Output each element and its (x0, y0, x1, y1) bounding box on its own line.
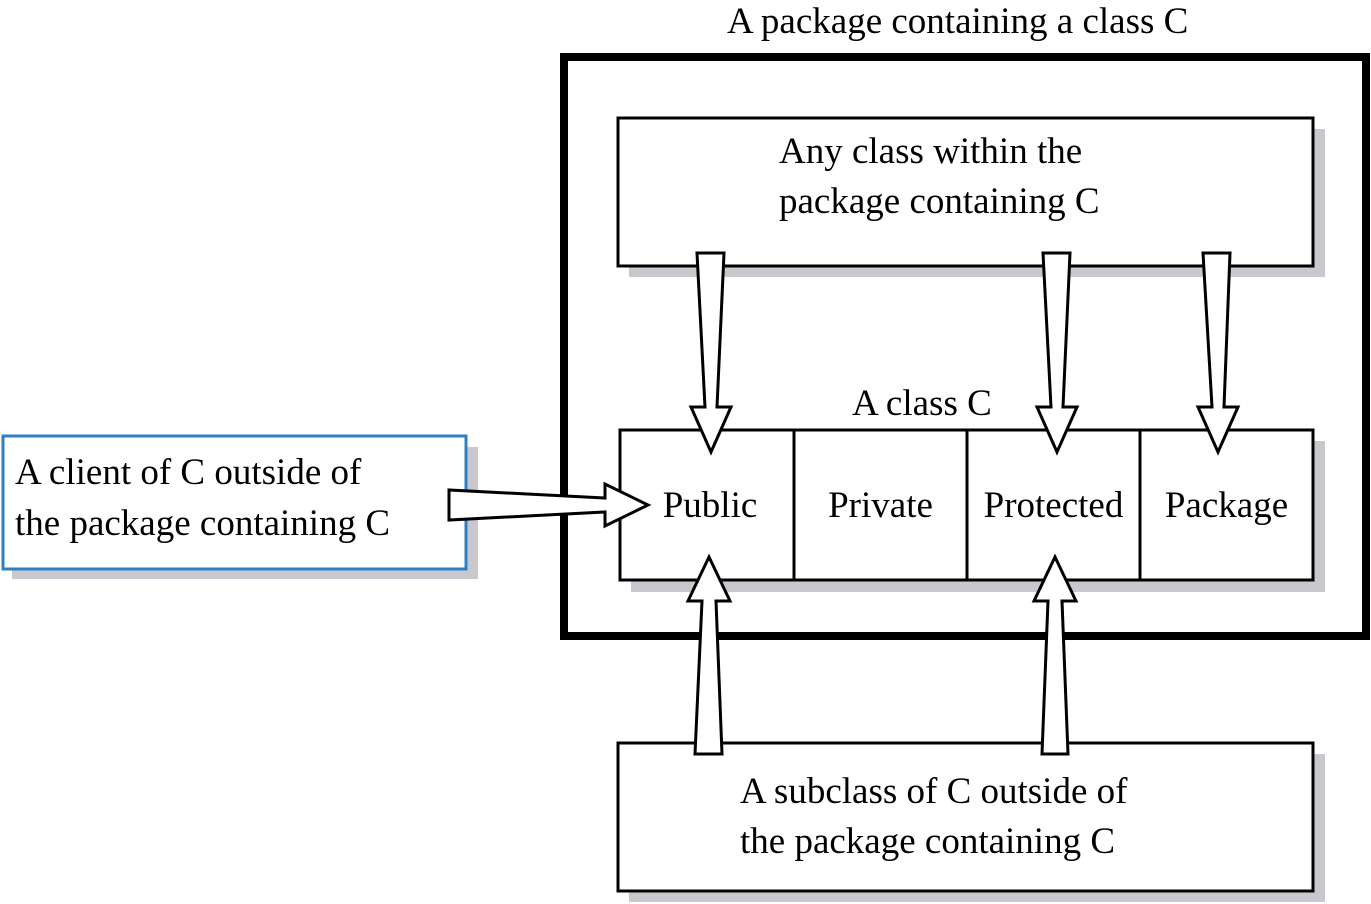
arrow-up-to-protected (1031, 553, 1079, 756)
package-outer-box (560, 53, 1370, 640)
cell-private: Private (828, 485, 933, 526)
arrow-down-to-protected (1034, 251, 1080, 456)
client-box-line-1: A client of C outside of (15, 452, 362, 493)
subclass-box (616, 741, 1315, 893)
client-box-line-2: the package containing C (15, 503, 391, 544)
top-box (616, 116, 1315, 268)
top-box-line-2: package containing C (779, 181, 1100, 222)
client-box (1, 434, 468, 571)
arrow-client-to-public (447, 481, 652, 529)
cell-package: Package (1164, 485, 1289, 526)
arrow-down-to-public (688, 251, 734, 456)
cell-protected: Protected (983, 485, 1124, 526)
top-box-line-1: Any class within the (779, 131, 1083, 172)
arrow-down-to-package (1195, 251, 1241, 456)
class-title: A class C (852, 383, 992, 424)
cell-public: Public (662, 485, 758, 526)
subclass-box-line-1: A subclass of C outside of (740, 771, 1128, 812)
subclass-box-line-2: the package containing C (740, 821, 1116, 862)
package-title: A package containing a class C (727, 1, 1189, 42)
arrow-up-to-public (685, 553, 733, 756)
